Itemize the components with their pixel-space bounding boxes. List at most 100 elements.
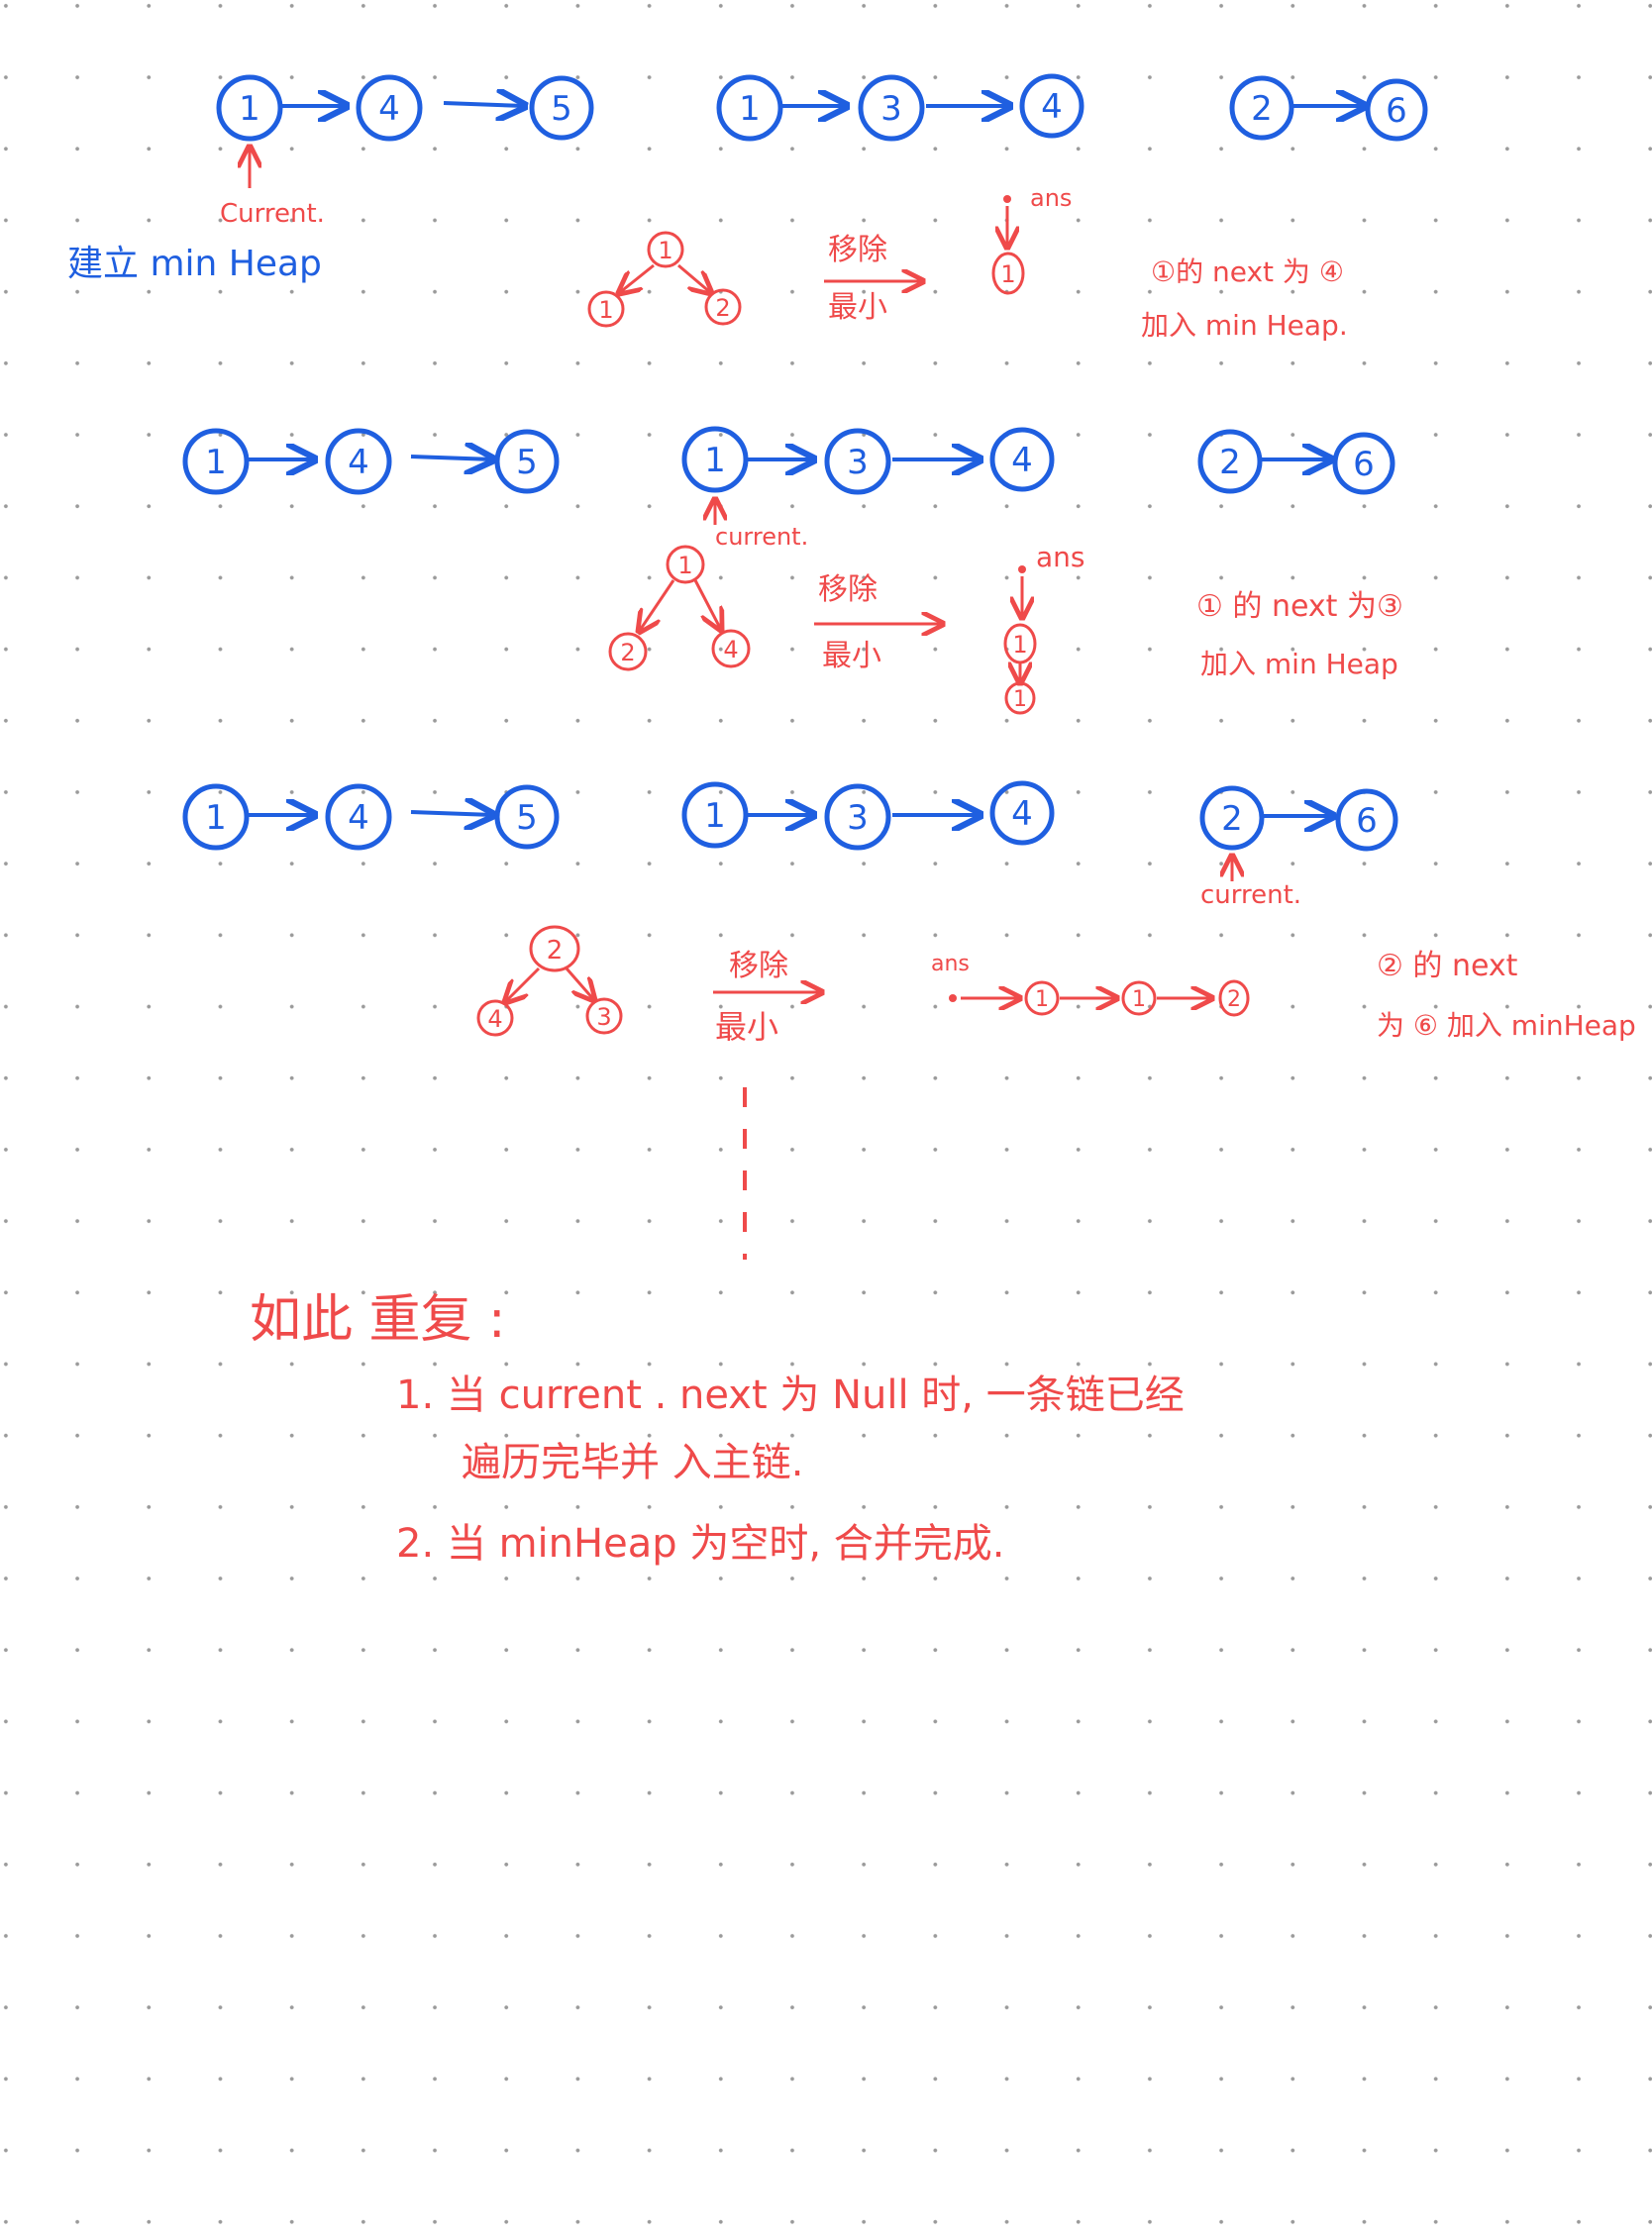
list-node-value: 1 — [239, 89, 260, 129]
current-label: Current. — [220, 199, 325, 229]
current-label: current. — [715, 523, 808, 551]
list-node — [182, 783, 250, 851]
list-node — [182, 428, 250, 495]
ans-pointer-dot — [1003, 195, 1011, 203]
linked-list-c: 2 6 — [1229, 75, 1428, 142]
heap-node-value: 4 — [723, 636, 738, 663]
list-node-value: 5 — [516, 443, 538, 482]
list-node-value: 4 — [348, 798, 369, 838]
step-note-line2: 加入 min Heap. — [1141, 309, 1348, 342]
list-node — [1335, 788, 1398, 852]
list-node — [1199, 785, 1265, 851]
list-node — [716, 74, 783, 142]
ans-pointer-dot — [1018, 565, 1026, 573]
linked-list-c: 2 6 — [1199, 785, 1398, 852]
heap-edge — [505, 966, 541, 1002]
build-min-heap-label: 建立 min Heap — [67, 244, 322, 284]
list-node-value: 1 — [739, 89, 761, 129]
step-note-line1: ① 的 next 为③ — [1196, 589, 1403, 624]
linked-list-b: 1 3 4 — [716, 73, 1084, 142]
ans-label: ans — [1036, 541, 1085, 573]
ans-node-value: 2 — [1227, 987, 1241, 1012]
linked-list-c: 2 6 — [1197, 429, 1395, 495]
ans-node-value: 1 — [1013, 687, 1027, 712]
summary-item-2: 2. 当 minHeap 为空时, 合并完成. — [396, 1521, 1004, 1567]
heap-node-value: 2 — [547, 936, 564, 966]
linked-list-a: 1 4 5 — [182, 428, 560, 495]
heap-node-value: 1 — [658, 237, 672, 264]
list-node — [1332, 432, 1395, 495]
heap-node — [476, 999, 514, 1037]
min-heap: 1 1 2 — [587, 231, 742, 328]
list-node — [325, 428, 392, 495]
list-node — [494, 429, 560, 494]
list-arrow — [443, 103, 525, 106]
summary-title: 如此 重复 : — [250, 1290, 506, 1350]
linked-list-a: 1 4 5 — [216, 74, 594, 142]
ans-node-value: 1 — [1000, 260, 1015, 288]
step-note-line1: ①的 next 为 ④ — [1151, 255, 1344, 288]
list-node-value: 2 — [1219, 443, 1241, 482]
list-node-value: 6 — [1356, 801, 1378, 841]
list-node-value: 4 — [1041, 87, 1063, 127]
list-node-value: 3 — [847, 798, 869, 838]
ans-label: ans — [1030, 184, 1072, 212]
list-node — [989, 780, 1055, 846]
list-node — [529, 75, 594, 141]
remove-min-label-top: 移除 — [818, 572, 878, 607]
heap-edge — [639, 579, 675, 632]
heap-node-value: 2 — [715, 294, 730, 322]
summary-item-1-cont: 遍历完毕并 入主链. — [462, 1440, 803, 1485]
list-node-value: 1 — [205, 798, 227, 838]
heap-edge — [619, 263, 655, 293]
list-arrow — [410, 812, 493, 815]
linked-list-b: 1 3 4 — [681, 780, 1055, 851]
ans-node — [1024, 980, 1060, 1016]
heap-node-value: 1 — [677, 552, 692, 579]
ans-node — [1121, 980, 1157, 1016]
linked-list-b: 1 3 4 — [681, 426, 1055, 495]
remove-min-label-top: 移除 — [828, 233, 887, 267]
remove-min-label-bottom: 最小 — [715, 1008, 778, 1046]
ans-label: ans — [931, 952, 970, 976]
heap-edge — [565, 967, 594, 1000]
heap-node — [585, 997, 623, 1035]
remove-min-label-bottom: 最小 — [828, 290, 887, 325]
list-node-value: 6 — [1386, 91, 1407, 131]
heap-node — [587, 290, 625, 328]
ans-node — [1218, 979, 1250, 1017]
list-node — [989, 427, 1055, 492]
heap-node-value: 2 — [620, 639, 635, 666]
list-node — [824, 783, 891, 851]
list-node-value: 2 — [1221, 799, 1243, 839]
step-note-line2: 为 ⑥ 加入 minHeap — [1377, 1009, 1636, 1042]
list-node — [824, 428, 891, 495]
list-node — [325, 783, 392, 851]
min-heap: 1 2 4 — [608, 545, 751, 671]
list-node-value: 4 — [378, 89, 400, 129]
list-node — [858, 74, 925, 142]
heap-node-value: 3 — [596, 1003, 611, 1031]
ans-node-value: 1 — [1012, 631, 1027, 659]
linked-list-a: 1 4 5 — [182, 783, 560, 851]
ans-node-value: 1 — [1132, 987, 1146, 1012]
ans-pointer-dot — [949, 994, 957, 1002]
heap-node-value: 1 — [598, 296, 613, 324]
heap-node — [608, 632, 648, 671]
heap-node — [666, 545, 705, 584]
list-node — [356, 74, 423, 142]
list-node — [1229, 75, 1294, 141]
list-node — [1197, 429, 1263, 494]
current-label: current. — [1200, 880, 1301, 910]
list-node-value: 2 — [1251, 89, 1273, 129]
ans-node — [991, 252, 1025, 295]
row-1: 1 4 5 1 3 4 2 6 Current. — [67, 73, 1428, 342]
list-node-value: 1 — [205, 443, 227, 482]
row-2: 1 4 5 1 3 4 2 6 current. — [182, 426, 1403, 715]
list-node — [681, 426, 749, 493]
ans-node-value: 1 — [1035, 987, 1049, 1012]
list-node-value: 5 — [516, 798, 538, 838]
list-node-value: 4 — [1011, 441, 1033, 480]
list-node — [1365, 78, 1428, 142]
